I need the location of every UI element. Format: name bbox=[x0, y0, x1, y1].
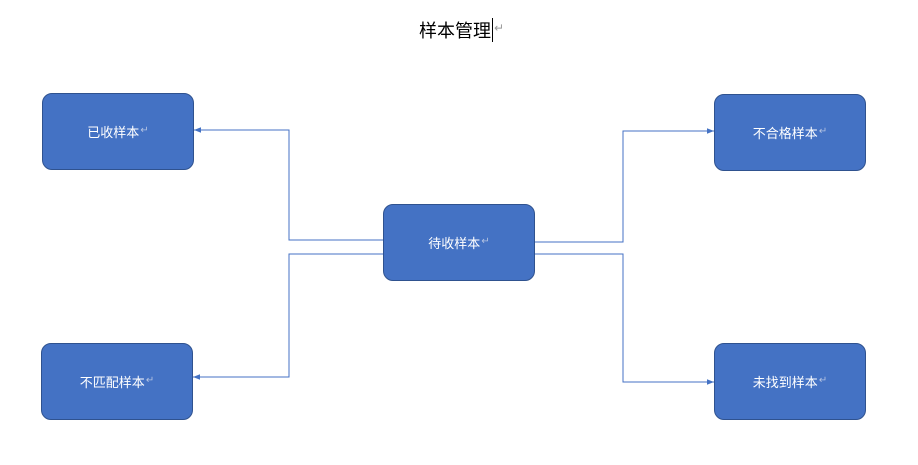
connector-to-not-found bbox=[535, 253, 714, 385]
node-label: 待收样本 bbox=[428, 237, 481, 252]
node-label: 未找到样本 bbox=[752, 376, 818, 391]
connector-to-mismatched bbox=[193, 253, 383, 380]
connector-to-unqualified bbox=[535, 128, 714, 243]
paragraph-mark-icon: ↵ bbox=[818, 375, 828, 386]
page-title[interactable]: 样本管理 ↵ bbox=[419, 17, 504, 43]
node-label: 不匹配样本 bbox=[79, 376, 145, 391]
node-label: 不合格样本 bbox=[752, 127, 818, 142]
node-not-found-samples[interactable]: 未找到样本 ↵ bbox=[714, 343, 866, 420]
paragraph-mark-icon: ↵ bbox=[494, 21, 505, 35]
node-unqualified-samples[interactable]: 不合格样本 ↵ bbox=[714, 94, 866, 171]
node-mismatched-samples[interactable]: 不匹配样本 ↵ bbox=[41, 343, 193, 420]
node-received-samples[interactable]: 已收样本 ↵ bbox=[42, 93, 194, 170]
connector-to-received bbox=[194, 127, 383, 241]
paragraph-mark-icon: ↵ bbox=[140, 125, 149, 136]
paragraph-mark-icon: ↵ bbox=[481, 236, 490, 247]
page-title-text: 样本管理 bbox=[419, 21, 491, 42]
node-label: 已收样本 bbox=[87, 126, 140, 141]
paragraph-mark-icon: ↵ bbox=[818, 126, 828, 137]
paragraph-mark-icon: ↵ bbox=[145, 375, 155, 386]
node-pending-samples[interactable]: 待收样本 ↵ bbox=[383, 204, 535, 281]
text-cursor bbox=[492, 18, 493, 42]
